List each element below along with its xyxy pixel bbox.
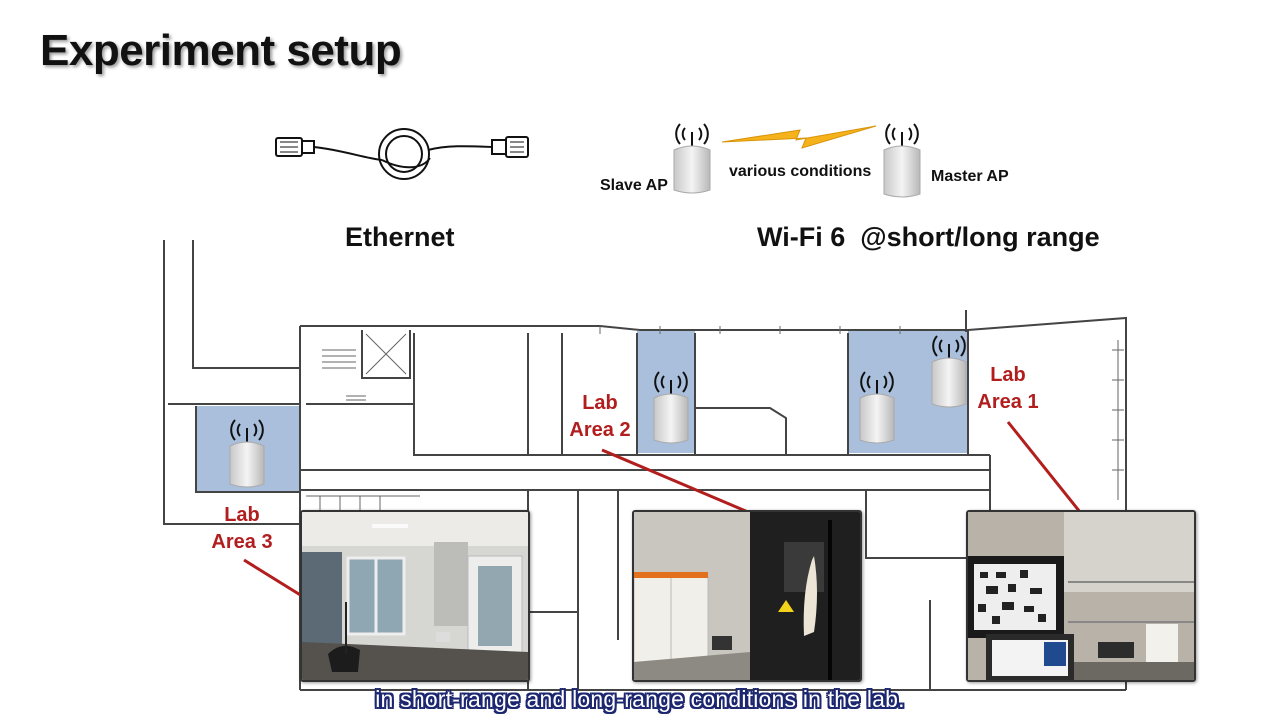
antenna-icon	[230, 419, 264, 442]
wifi-label: Wi-Fi 6 @short/long range	[757, 222, 1100, 252]
ap-icon-lab3	[229, 419, 265, 488]
antenna-icon	[885, 123, 919, 146]
page-title: Experiment setup	[40, 26, 402, 75]
ap-icon-lab1-a	[859, 371, 895, 444]
link-conditions-label: various conditions	[729, 163, 872, 180]
ap-icon-lab2	[653, 371, 689, 444]
lab-area-2-label: Lab Area 2	[569, 392, 631, 441]
lab-area-1-photo	[966, 510, 1196, 682]
antenna-icon	[675, 123, 709, 146]
lightning-bolt-icon	[721, 125, 877, 149]
ethernet-label: Ethernet	[345, 222, 455, 252]
slave-ap-icon	[673, 123, 711, 194]
lab-area-1-label: Lab Area 1	[977, 364, 1039, 413]
slave-ap-label: Slave AP	[600, 177, 668, 194]
ap-icon-lab1-b	[931, 335, 967, 408]
master-ap-label: Master AP	[931, 168, 1009, 185]
antenna-icon	[860, 371, 894, 394]
master-ap-icon	[883, 123, 921, 198]
ethernet-cable-icon	[275, 128, 529, 180]
antenna-icon	[654, 371, 688, 394]
lab-area-3-photo	[300, 510, 530, 682]
floor-plan-walls	[163, 240, 1127, 691]
floor-plan-details	[306, 326, 1124, 512]
lab-area-2-photo	[632, 510, 862, 682]
subtitle-caption: in short-range and long-range conditions…	[375, 686, 905, 712]
antenna-icon	[932, 335, 966, 358]
lab-area-3-label: Lab Area 3	[211, 504, 273, 553]
